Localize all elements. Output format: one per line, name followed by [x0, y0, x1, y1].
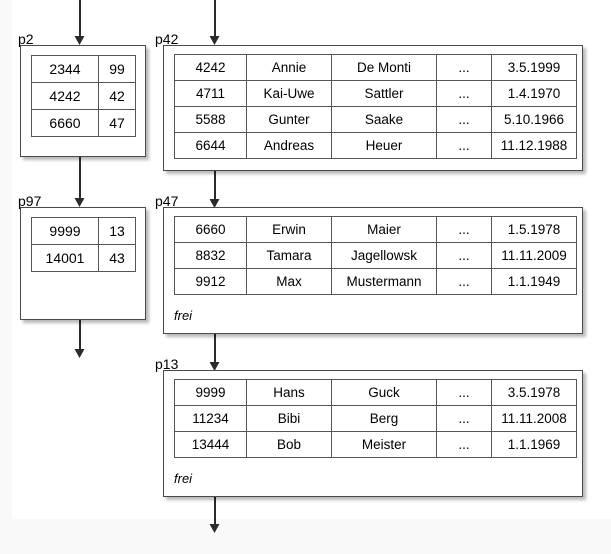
cell-value: 13	[98, 217, 136, 245]
cell-lastname: Heuer	[331, 132, 437, 159]
cell-date: 3.5.1999	[491, 54, 577, 81]
cell-date: 1.1.1949	[491, 268, 577, 295]
record-table-p47: 6660 Erwin Maier ... 1.5.1978 8832 Tamar…	[174, 216, 577, 295]
cell-ellipsis: ...	[436, 106, 492, 133]
table-row: 14001 43	[31, 244, 136, 272]
free-space-label: frei	[174, 471, 193, 486]
cell-id: 11234	[174, 405, 247, 432]
table-row: 9912 Max Mustermann ... 1.1.1949	[174, 268, 577, 295]
cell-lastname: Maier	[331, 216, 437, 243]
cell-key: 4242	[31, 82, 99, 110]
cell-id: 5588	[174, 106, 247, 133]
cell-lastname: Guck	[331, 379, 437, 406]
cell-value: 47	[98, 109, 136, 137]
cell-id: 8832	[174, 242, 247, 269]
cell-lastname: Jagellowsk	[331, 242, 437, 269]
cell-firstname: Tamara	[246, 242, 332, 269]
cell-id: 6644	[174, 132, 247, 159]
cell-lastname: Saake	[331, 106, 437, 133]
cell-firstname: Bibi	[246, 405, 332, 432]
cell-id: 13444	[174, 431, 247, 458]
table-row: 4242 42	[31, 82, 136, 110]
table-row: 11234 Bibi Berg ... 11.11.2008	[174, 405, 577, 432]
table-row: 9999 13	[31, 217, 136, 245]
cell-value: 43	[98, 244, 136, 272]
cell-id: 9912	[174, 268, 247, 295]
cell-date: 1.1.1969	[491, 431, 577, 458]
cell-id: 9999	[174, 379, 247, 406]
cell-firstname: Max	[246, 268, 332, 295]
record-table-p42: 4242 Annie De Monti ... 3.5.1999 4711 Ka…	[174, 54, 577, 159]
record-table-p13: 9999 Hans Guck ... 3.5.1978 11234 Bibi B…	[174, 379, 577, 458]
cell-date: 11.12.1988	[491, 132, 577, 159]
cell-lastname: Mustermann	[331, 268, 437, 295]
cell-date: 1.5.1978	[491, 216, 577, 243]
cell-lastname: Berg	[331, 405, 437, 432]
block-p2[interactable]: 2344 99 4242 42 6660 47	[20, 45, 146, 157]
table-row: 8832 Tamara Jagellowsk ... 11.11.2009	[174, 242, 577, 269]
cell-date: 5.10.1966	[491, 106, 577, 133]
table-row: 6660 Erwin Maier ... 1.5.1978	[174, 216, 577, 243]
cell-date: 1.4.1970	[491, 80, 577, 107]
cell-ellipsis: ...	[436, 379, 492, 406]
cell-date: 11.11.2009	[491, 242, 577, 269]
cell-key: 14001	[31, 244, 99, 272]
record-table-p2: 2344 99 4242 42 6660 47	[31, 55, 136, 137]
cell-id: 4242	[174, 54, 247, 81]
block-p47[interactable]: 6660 Erwin Maier ... 1.5.1978 8832 Tamar…	[163, 207, 583, 334]
cell-key: 9999	[31, 217, 99, 245]
cell-firstname: Bob	[246, 431, 332, 458]
cell-lastname: Meister	[331, 431, 437, 458]
cell-ellipsis: ...	[436, 80, 492, 107]
cell-ellipsis: ...	[436, 216, 492, 243]
table-row: 9999 Hans Guck ... 3.5.1978	[174, 379, 577, 406]
cell-firstname: Hans	[246, 379, 332, 406]
cell-date: 11.11.2008	[491, 405, 577, 432]
block-p97[interactable]: 9999 13 14001 43	[20, 207, 146, 320]
block-label-p2: p2	[18, 31, 34, 47]
table-row: 4711 Kai-Uwe Sattler ... 1.4.1970	[174, 80, 577, 107]
cell-ellipsis: ...	[436, 268, 492, 295]
cell-ellipsis: ...	[436, 431, 492, 458]
cell-firstname: Annie	[246, 54, 332, 81]
cell-ellipsis: ...	[436, 405, 492, 432]
cell-id: 6660	[174, 216, 247, 243]
cell-lastname: Sattler	[331, 80, 437, 107]
table-row: 6660 47	[31, 109, 136, 137]
cell-firstname: Erwin	[246, 216, 332, 243]
block-label-p97: p97	[18, 193, 42, 209]
cell-firstname: Kai-Uwe	[246, 80, 332, 107]
block-p13[interactable]: 9999 Hans Guck ... 3.5.1978 11234 Bibi B…	[163, 370, 583, 497]
cell-ellipsis: ...	[436, 54, 492, 81]
table-row: 4242 Annie De Monti ... 3.5.1999	[174, 54, 577, 81]
cell-ellipsis: ...	[436, 132, 492, 159]
cell-id: 4711	[174, 80, 247, 107]
table-row: 5588 Gunter Saake ... 5.10.1966	[174, 106, 577, 133]
cell-key: 2344	[31, 55, 99, 83]
cell-firstname: Gunter	[246, 106, 332, 133]
block-label-p42: p42	[155, 31, 179, 47]
cell-date: 3.5.1978	[491, 379, 577, 406]
table-row: 13444 Bob Meister ... 1.1.1969	[174, 431, 577, 458]
table-row: 6644 Andreas Heuer ... 11.12.1988	[174, 132, 577, 159]
cell-key: 6660	[31, 109, 99, 137]
block-p42[interactable]: 4242 Annie De Monti ... 3.5.1999 4711 Ka…	[163, 45, 583, 171]
table-row: 2344 99	[31, 55, 136, 83]
cell-value: 99	[98, 55, 136, 83]
block-label-p13: p13	[155, 356, 179, 372]
block-label-p47: p47	[155, 193, 179, 209]
cell-firstname: Andreas	[246, 132, 332, 159]
cell-ellipsis: ...	[436, 242, 492, 269]
record-table-p97: 9999 13 14001 43	[31, 217, 136, 272]
cell-value: 42	[98, 82, 136, 110]
free-space-label: frei	[174, 308, 193, 323]
cell-lastname: De Monti	[331, 54, 437, 81]
